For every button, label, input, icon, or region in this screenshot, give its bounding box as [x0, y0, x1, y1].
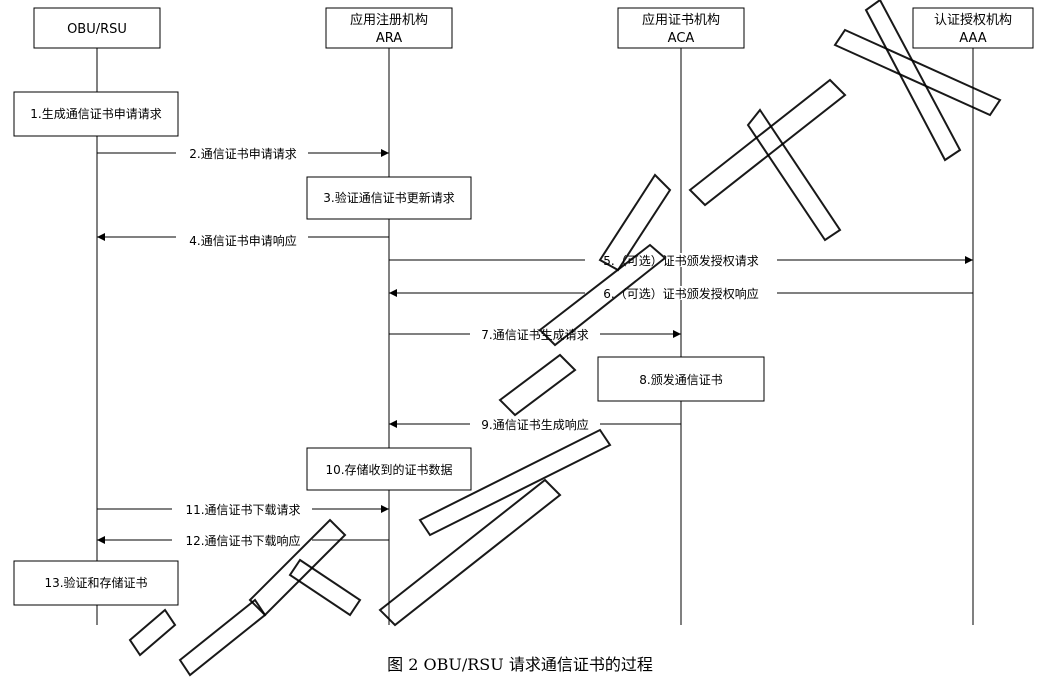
step-12-label: 12.通信证书下载响应 [185, 533, 300, 548]
step-3-label: 3.验证通信证书更新请求 [323, 190, 454, 205]
step-6-message: 6.（可选）证书颁发授权响应 [389, 286, 973, 301]
participant-obu-name: OBU/RSU [67, 22, 127, 37]
step-11-message: 11.通信证书下载请求 [97, 502, 389, 517]
step-4-message: 4.通信证书申请响应 [97, 230, 389, 248]
step-13-box: 13.验证和存储证书 [13, 560, 179, 606]
step-3-box: 3.验证通信证书更新请求 [306, 176, 472, 220]
participant-aaa: 认证授权机构 AAA [912, 7, 1034, 49]
watermark [128, 0, 1002, 677]
step-2-label: 2.通信证书申请请求 [189, 147, 296, 161]
step-10-label: 10.存储收到的证书数据 [325, 462, 452, 477]
step-13-label: 13.验证和存储证书 [44, 575, 147, 590]
step-5-label: 5.（可选）证书颁发授权请求 [603, 253, 758, 268]
step-2-message: 2.通信证书申请请求 [97, 146, 389, 161]
step-11-label: 11.通信证书下载请求 [185, 503, 300, 517]
participant-aaa-name: 认证授权机构 [934, 12, 1012, 28]
step-8-label: 8.颁发通信证书 [639, 372, 722, 387]
step-4-label: 4.通信证书申请响应 [189, 233, 296, 248]
step-1-box: 1.生成通信证书申请请求 [13, 91, 179, 137]
participant-ara-abbr: ARA [376, 31, 402, 46]
step-12-message: 12.通信证书下载响应 [97, 533, 389, 548]
participant-aaa-abbr: AAA [959, 31, 987, 46]
step-7-message: 7.通信证书生成请求 [389, 327, 681, 342]
step-1-label: 1.生成通信证书申请请求 [30, 107, 161, 121]
participant-aca-name: 应用证书机构 [642, 12, 720, 28]
step-8-box: 8.颁发通信证书 [597, 356, 765, 402]
participant-ara: 应用注册机构 ARA [325, 7, 453, 49]
step-9-message: 9.通信证书生成响应 [389, 417, 681, 432]
participant-aca-abbr: ACA [668, 31, 695, 46]
step-10-box: 10.存储收到的证书数据 [306, 447, 472, 491]
step-5-message: 5.（可选）证书颁发授权请求 [389, 253, 973, 268]
step-9-label: 9.通信证书生成响应 [481, 417, 588, 432]
step-6-label: 6.（可选）证书颁发授权响应 [603, 286, 758, 301]
figure-caption: 图 2 OBU/RSU 请求通信证书的过程 [387, 655, 653, 674]
participant-obu: OBU/RSU [33, 7, 161, 49]
participant-aca: 应用证书机构 ACA [617, 7, 745, 49]
participant-ara-name: 应用注册机构 [350, 12, 428, 28]
